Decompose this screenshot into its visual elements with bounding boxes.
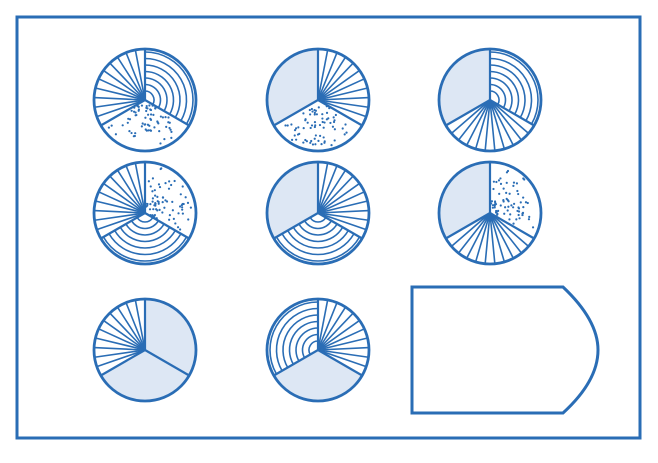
circle-outline bbox=[92, 297, 198, 403]
circle-r1-c3 bbox=[437, 47, 543, 153]
circle-outline bbox=[437, 160, 543, 266]
outer-frame bbox=[15, 15, 642, 440]
segment-divider bbox=[144, 212, 190, 240]
segment-divider bbox=[489, 99, 535, 127]
segment-divider bbox=[317, 99, 363, 127]
circle-r3-c2 bbox=[265, 297, 371, 403]
circle-outline bbox=[265, 297, 371, 403]
circle-outline bbox=[437, 47, 543, 153]
answer-slot[interactable] bbox=[410, 285, 600, 415]
circle-grid bbox=[92, 47, 543, 403]
circle-r2-c2 bbox=[265, 160, 371, 266]
segment-divider bbox=[317, 349, 363, 377]
segment-divider bbox=[489, 212, 535, 240]
segment-divider bbox=[273, 212, 319, 240]
segment-divider bbox=[317, 212, 363, 240]
segment-divider bbox=[445, 99, 491, 127]
circle-r1-c2 bbox=[265, 47, 371, 153]
segment-divider bbox=[100, 99, 146, 127]
circle-r2-c3 bbox=[437, 160, 543, 266]
segment-divider bbox=[273, 349, 319, 377]
segment-divider bbox=[144, 99, 190, 127]
segment-divider bbox=[100, 212, 146, 240]
circle-r3-c1 bbox=[92, 297, 198, 403]
circle-outline bbox=[92, 160, 198, 266]
segment-divider bbox=[445, 212, 491, 240]
circle-outline bbox=[265, 160, 371, 266]
circle-outline bbox=[92, 47, 198, 153]
circle-r2-c1 bbox=[92, 160, 198, 266]
segment-divider bbox=[144, 349, 190, 377]
segment-divider bbox=[273, 99, 319, 127]
segment-divider bbox=[100, 349, 146, 377]
circle-r1-c1 bbox=[92, 47, 198, 153]
circle-outline bbox=[265, 47, 371, 153]
